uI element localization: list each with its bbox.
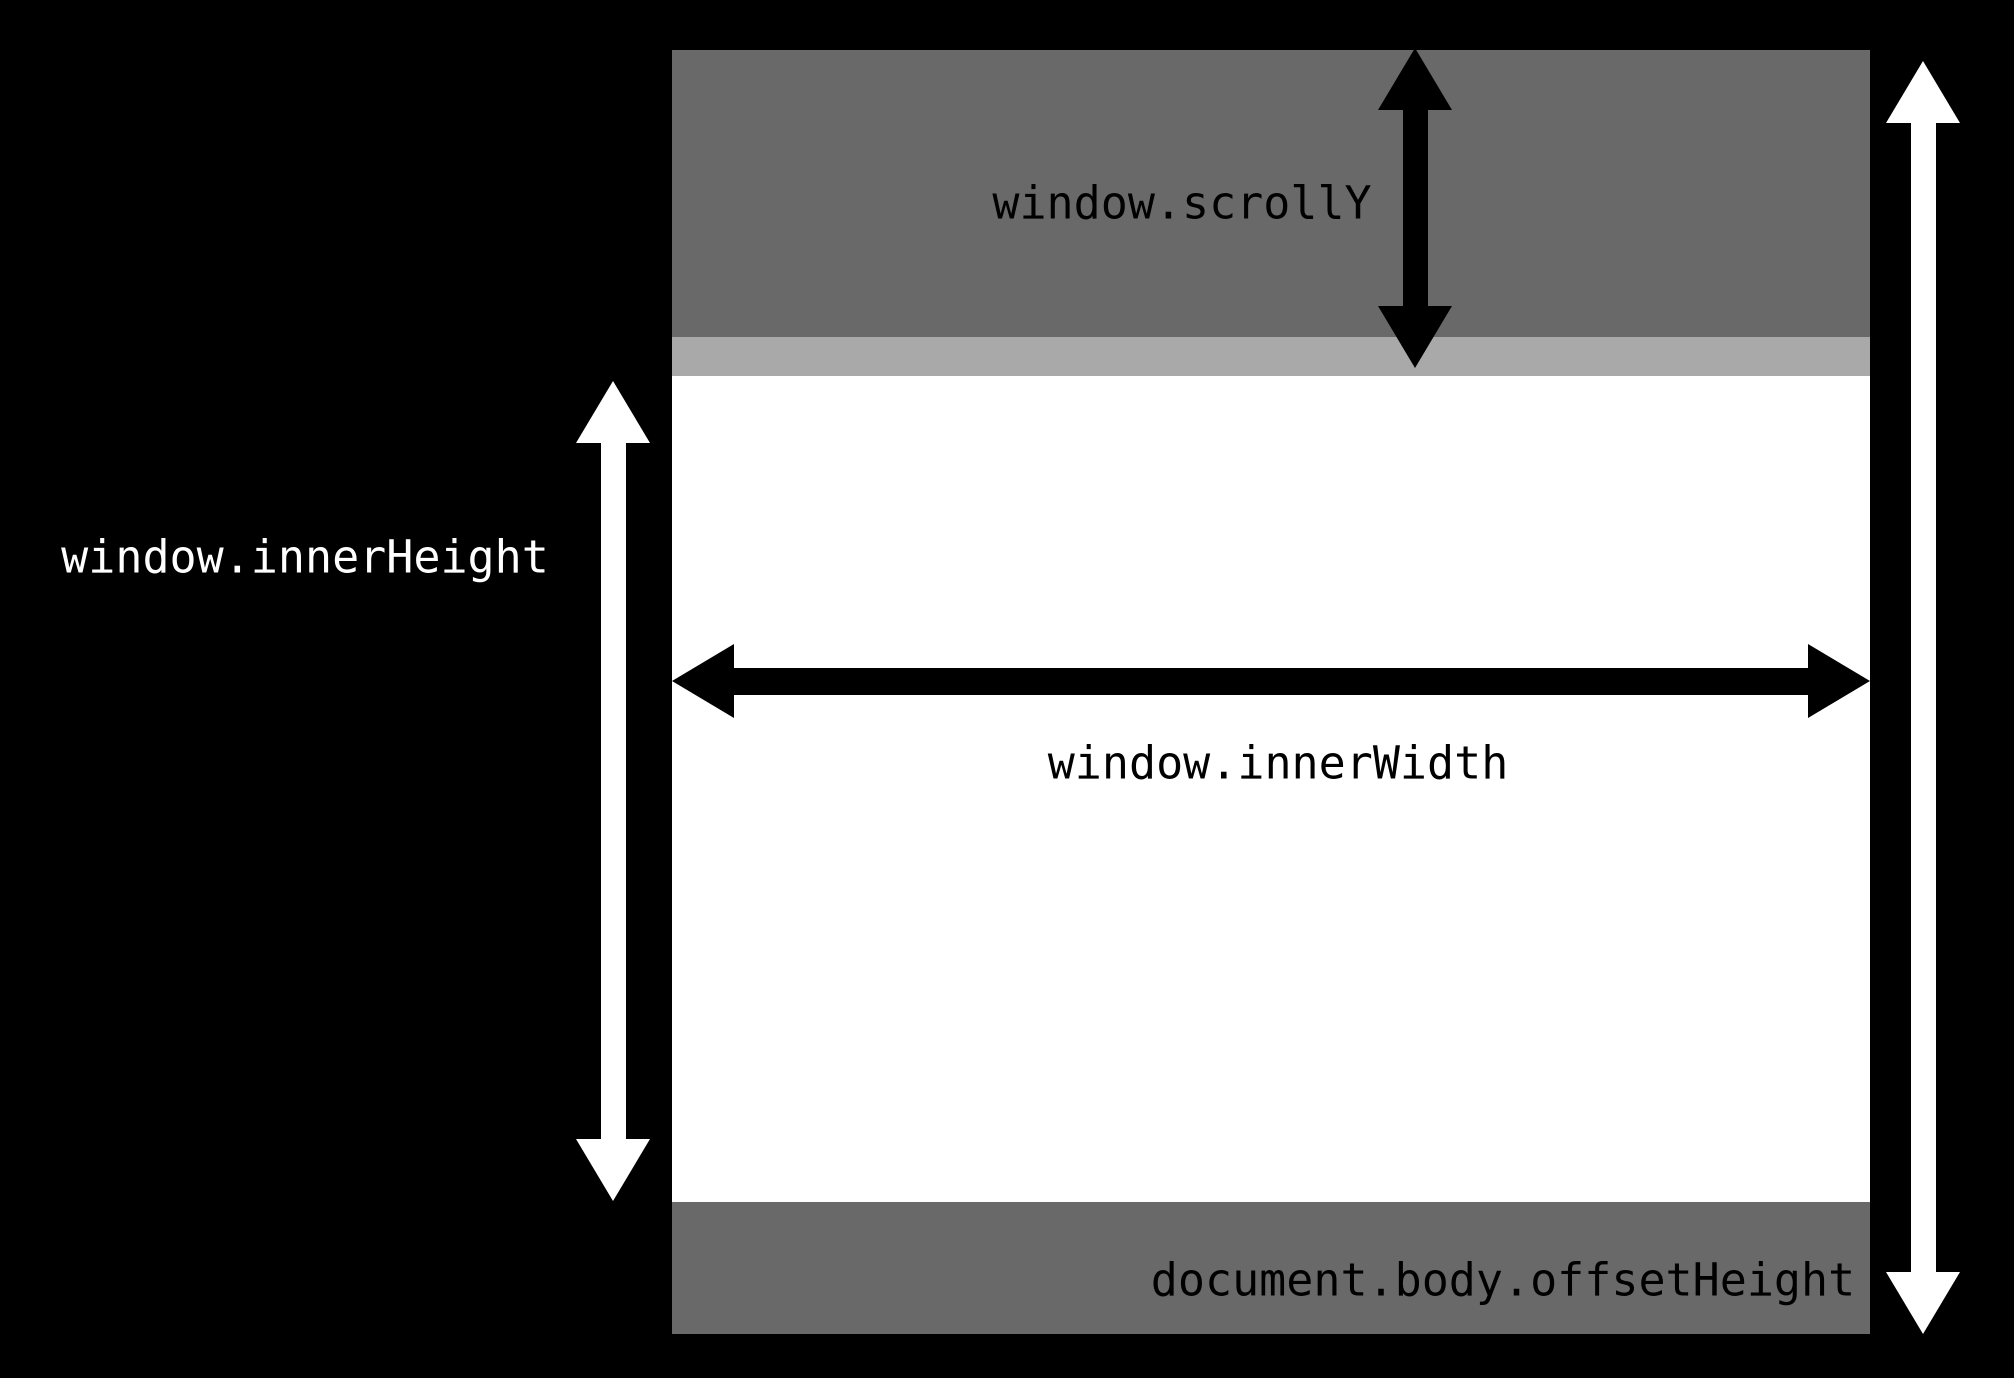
scroll-edge-strip <box>672 337 1870 376</box>
offset-height-arrow-icon <box>1885 61 1961 1334</box>
inner-height-label: window.innerHeight <box>61 530 549 584</box>
arrow-shaft <box>1910 123 1936 1272</box>
arrow-down-head-icon <box>1378 306 1452 368</box>
arrow-right-head-icon <box>1808 644 1870 718</box>
viewport-area <box>672 376 1870 1202</box>
inner-width-arrow-icon <box>672 644 1870 718</box>
below-viewport-area <box>672 1202 1870 1334</box>
arrow-left-head-icon <box>672 644 734 718</box>
inner-width-label: window.innerWidth <box>1047 736 1509 790</box>
scrolled-above-area <box>672 50 1870 337</box>
arrow-up-head-icon <box>576 381 650 443</box>
arrow-shaft <box>600 443 626 1139</box>
arrow-down-head-icon <box>1886 1272 1960 1334</box>
arrow-up-head-icon <box>1378 48 1452 110</box>
arrow-up-head-icon <box>1886 61 1960 123</box>
offset-height-label: document.body.offsetHeight <box>1150 1253 1856 1307</box>
scroll-y-label: window.scrollY <box>992 176 1372 230</box>
arrow-shaft <box>734 667 1808 695</box>
document-rectangle <box>672 50 1870 1334</box>
scroll-y-arrow-icon <box>1377 48 1453 368</box>
arrow-shaft <box>1402 110 1428 306</box>
arrow-down-head-icon <box>576 1139 650 1201</box>
inner-height-arrow-icon <box>575 381 651 1201</box>
